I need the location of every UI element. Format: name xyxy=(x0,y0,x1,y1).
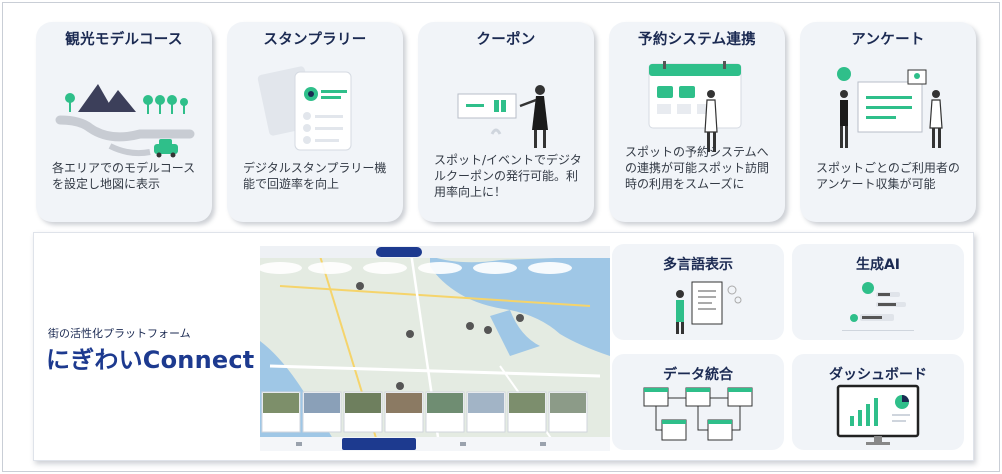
feature-card-coupon: クーポン スポット/イベントでデジタルクーポンの発行可能。利用率向上に！ xyxy=(418,22,594,222)
feature-description: スポットの予約システムへの連携が可能スポット訪問時の利用をスムーズに xyxy=(625,145,770,191)
feature-card-model-course: 観光モデルコース 各エリアでのモデルコースを設定し地図に表示 xyxy=(36,22,212,222)
feature-title: アンケート xyxy=(851,32,925,48)
sub-feature-dashboard: ダッシュボード xyxy=(792,354,964,450)
dashboard-monitor-icon xyxy=(822,384,934,446)
sub-feature-title: 多言語表示 xyxy=(663,257,733,273)
calendar-icon xyxy=(623,60,771,160)
feature-title: クーポン xyxy=(476,32,536,48)
feature-title: 予約システム連携 xyxy=(638,32,756,48)
feature-title: スタンプラリー xyxy=(263,32,367,48)
stamp-card-icon xyxy=(241,60,389,160)
sub-feature-title: データ統合 xyxy=(663,367,733,383)
brand-tagline: 街の活性化プラットフォーム xyxy=(48,327,191,340)
platform-panel: 街の活性化プラットフォーム にぎわいConnect xyxy=(33,232,974,461)
brand-name: にぎわいConnect xyxy=(46,346,255,374)
feature-description: 各エリアでのモデルコースを設定し地図に表示 xyxy=(52,161,196,191)
sub-feature-multilingual: 多言語表示 xyxy=(612,244,784,340)
data-tables-icon xyxy=(642,384,754,446)
feature-card-stamp-rally: スタンプラリー デジタルスタンプラリー機能で回遊率を向上 xyxy=(227,22,403,222)
translation-icon xyxy=(642,274,754,336)
sub-feature-title: ダッシュボード xyxy=(829,367,927,383)
feature-description: スポット/イベントでデジタルクーポンの発行可能。利用率向上に！ xyxy=(434,153,582,199)
sub-feature-title: 生成AI xyxy=(855,257,901,273)
sub-feature-data-integration: データ統合 xyxy=(612,354,784,450)
survey-icon xyxy=(814,60,962,160)
feature-description: スポットごとのご利用者のアンケート収集が可能 xyxy=(816,161,960,191)
feature-card-reservation: 予約システム連携 スポットの予約システムへの連携が可能スポット訪問時の利用をスム… xyxy=(609,22,785,222)
map-screenshot xyxy=(260,246,610,451)
feature-card-survey: アンケート スポットごとのご利用者のアンケート収集が可能 xyxy=(800,22,976,222)
sub-feature-generative-ai: 生成AI xyxy=(792,244,964,340)
feature-title: 観光モデルコース xyxy=(65,32,183,48)
coupon-gift-icon xyxy=(432,60,580,160)
feature-description: デジタルスタンプラリー機能で回遊率を向上 xyxy=(243,161,387,191)
map-mountain-car-icon xyxy=(50,60,198,160)
ai-chat-icon xyxy=(822,274,934,336)
